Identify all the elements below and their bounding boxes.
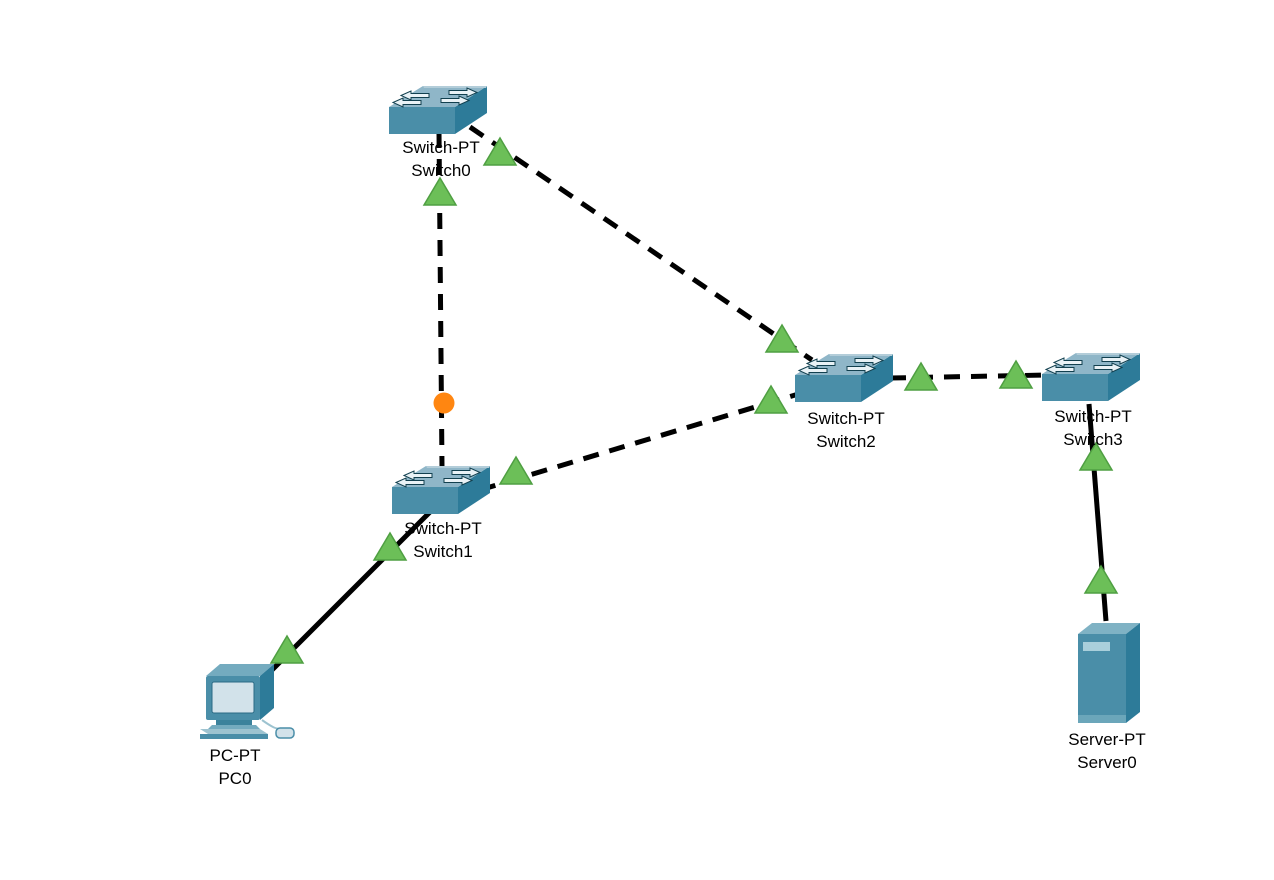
server0-label: Server-PT Server0 (1068, 728, 1145, 774)
link-up-triangle-icon (270, 635, 304, 664)
link-switch0-switch2[interactable] (468, 124, 814, 363)
pc0-label: PC-PT PC0 (210, 744, 261, 790)
device-name: Switch0 (411, 161, 471, 180)
device-model: Server-PT (1068, 730, 1146, 749)
link-up-triangle-icon (499, 456, 533, 485)
switch0-label: Switch-PT Switch0 (402, 136, 479, 182)
device-model: Switch-PT (1054, 407, 1132, 426)
link-up-triangle-icon (754, 385, 788, 414)
link-up-triangle-icon (423, 177, 457, 206)
device-name: Switch1 (413, 542, 473, 561)
device-model: PC-PT (209, 746, 261, 765)
link-up-triangle-icon (373, 532, 407, 561)
switch1-icon[interactable] (391, 465, 491, 515)
link-switch1-switch2[interactable] (479, 389, 806, 493)
server0-icon[interactable] (1078, 623, 1140, 723)
link-up-triangle-icon (1084, 565, 1118, 594)
device-name: Switch2 (816, 432, 876, 451)
device-name: PC0 (218, 769, 252, 788)
device-model: Switch-PT (807, 409, 885, 428)
device-model: Switch-PT (404, 519, 482, 538)
pc0-icon[interactable] (199, 663, 295, 740)
switch2-label: Switch-PT Switch2 (807, 407, 884, 453)
switch3-icon[interactable] (1041, 352, 1141, 402)
link-up-triangle-icon (483, 137, 517, 166)
switch3-label: Switch-PT Switch3 (1054, 405, 1131, 451)
device-name: Switch3 (1063, 430, 1123, 449)
amber-blocked-port-icon (433, 392, 455, 414)
switch1-label: Switch-PT Switch1 (404, 517, 481, 563)
device-name: Server0 (1077, 753, 1137, 772)
link-status-indicators (270, 137, 1118, 664)
device-model: Switch-PT (402, 138, 480, 157)
